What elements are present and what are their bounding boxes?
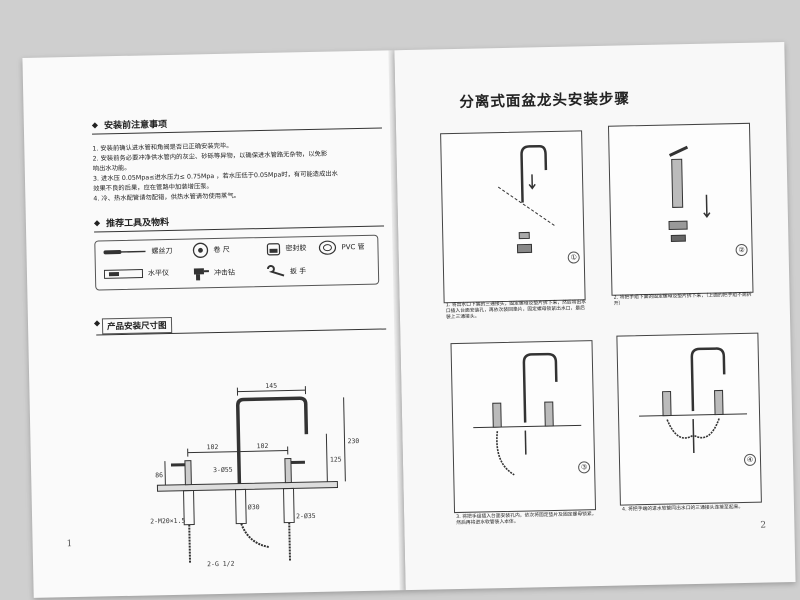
dim-width-top: 145	[265, 382, 277, 390]
dim-hole-center: 3-Ø55	[213, 466, 233, 474]
wrench-icon	[266, 265, 285, 277]
step-panel-4: ④	[616, 332, 762, 506]
tools-title: 推荐工具及物料	[105, 217, 170, 230]
drill-icon	[193, 268, 209, 281]
step-text-2: 2. 将把手组下面的固定螺母及垫片拆下来，（上面的把手组不需拆开）	[613, 292, 752, 307]
precautions-list: 1. 安装前确认进水管和角阀是否已正确安装完毕。 2. 安装前务必要冲净供水管内…	[92, 139, 383, 205]
step-text-4: 4. 将把手端的进水软管同出水口的三通接头连接至起来。	[621, 505, 744, 513]
level-icon	[103, 269, 144, 279]
precautions-heading: ◆ 安装前注意事项	[92, 117, 167, 132]
step-1-illustration	[497, 144, 556, 254]
precautions-title: 安装前注意事项	[103, 120, 168, 132]
tool-wrench: 扳 手	[266, 264, 307, 279]
step-4-illustration	[639, 347, 748, 454]
left-page: ◆ 安装前注意事项 1. 安装前确认进水管和角阀是否已正确安装完毕。 2. 安装…	[22, 50, 406, 598]
dim-height-handle: 86	[155, 471, 163, 479]
step-text-1: 1. 将出水口下端的三通接头，固定螺母及垫片拆下来，然后将出水口插入台面安装孔，…	[445, 300, 587, 321]
tape-measure-icon	[192, 242, 209, 258]
booklet: ◆ 安装前注意事项 1. 安装前确认进水管和角阀是否已正确安装完毕。 2. 安装…	[22, 42, 796, 598]
page-number-right: 2	[760, 520, 767, 531]
dim-thread-bottom: 2-G 1/2	[207, 560, 235, 569]
dimensions-heading: ◆	[94, 318, 100, 327]
page-number-left: 1	[66, 539, 73, 550]
installation-steps-title: 分离式面盆龙头安装步骤	[459, 91, 631, 111]
right-page: 分离式面盆龙头安装步骤 ① 1. 将出水口下端的三通接头，固定螺母及垫片拆下来，…	[394, 42, 796, 591]
installation-dimension-drawing: 145 102 102 230 125 86 3-Ø55 Ø30 2-Ø35 2…	[150, 382, 359, 569]
pvc-pipe-icon	[318, 240, 337, 255]
triangle-marker-icon: ◆	[93, 318, 101, 328]
tool-drill: 冲击钻	[192, 265, 235, 282]
tool-tape-measure: 卷 尺	[191, 242, 230, 259]
tool-level: 水平仪	[103, 268, 169, 279]
tool-sealing-tape: 密封胶	[265, 240, 307, 257]
tools-box: 螺丝刀 卷 尺 密封胶 PVC 管 水平仪 冲击钻	[94, 234, 380, 291]
tool-pvc-pipe: PVC 管	[317, 239, 365, 256]
dim-height-total: 230	[347, 437, 359, 445]
dim-hole-side: 2-Ø35	[296, 512, 316, 520]
step-2-illustration	[668, 145, 711, 242]
dim-spacing-right: 102	[257, 442, 269, 450]
dim-spacing-left: 102	[207, 443, 219, 451]
dim-hole-mid: Ø30	[248, 503, 260, 511]
triangle-marker-icon: ◆	[93, 218, 101, 228]
dimensions-title: 产品安装尺寸图	[101, 316, 172, 335]
screwdriver-icon	[103, 250, 146, 255]
dim-height-spout: 125	[330, 455, 342, 463]
triangle-marker-icon: ◆	[91, 120, 99, 130]
step-panel-3: ③	[450, 340, 597, 514]
dim-thread-side: 2-M20×1.5	[150, 517, 185, 526]
step-panel-2: ②	[607, 122, 754, 296]
step-3-illustration	[473, 352, 582, 476]
step-panel-1: ①	[440, 130, 586, 304]
tools-heading: ◆ 推荐工具及物料	[94, 215, 169, 230]
sealing-tape-icon	[266, 243, 281, 256]
step-text-3: 3. 将把手组插入台面安装孔内，依次将固定垫片及固定螺母锁紧，然后再将进水软管装…	[456, 512, 597, 527]
tool-screwdriver: 螺丝刀	[103, 246, 173, 257]
